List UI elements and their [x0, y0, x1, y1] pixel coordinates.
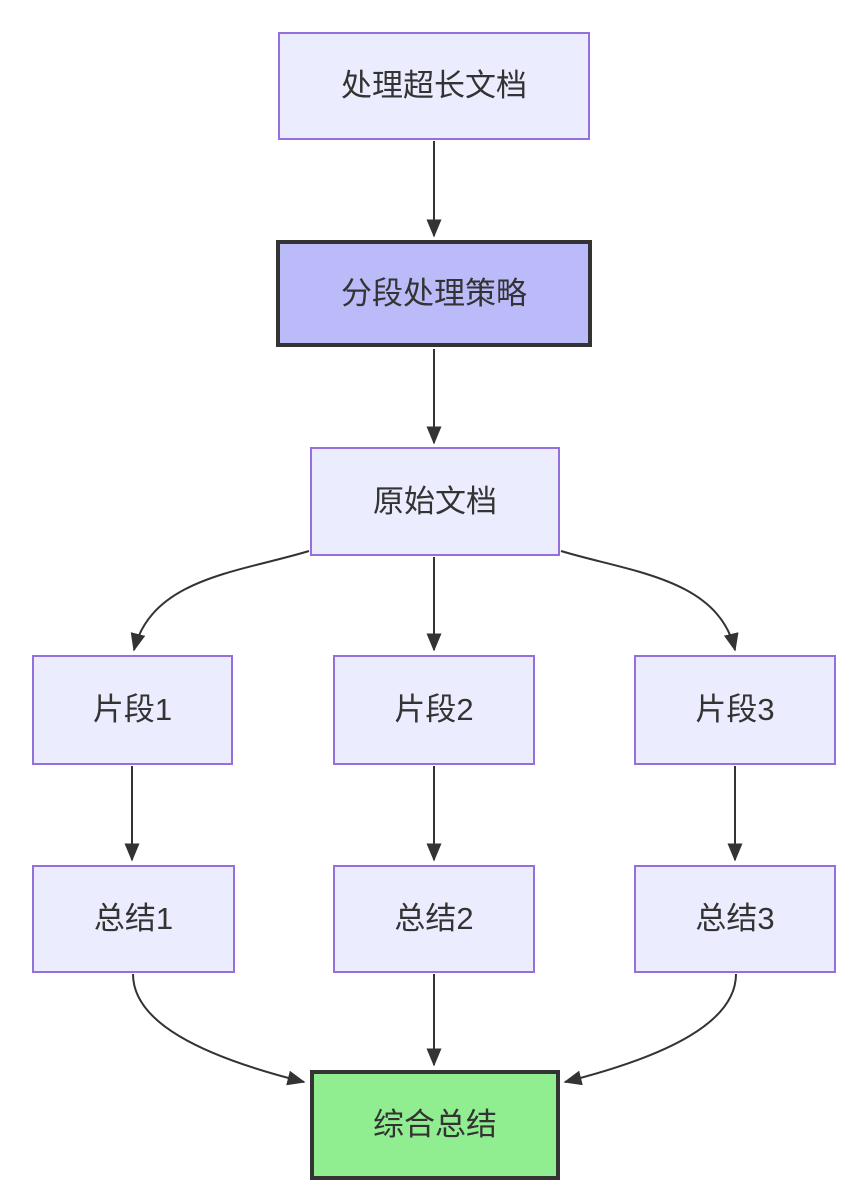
node-label: 片段3: [695, 692, 775, 728]
edge-summary3-to-final: [563, 973, 737, 1086]
node-label: 综合总结: [373, 1107, 497, 1143]
edge-original-to-fragment3: [560, 550, 739, 652]
node-label: 分段处理策略: [341, 275, 527, 311]
node-label: 总结1: [93, 901, 174, 937]
node-label: 片段2: [394, 692, 474, 728]
node-label: 片段1: [92, 692, 173, 728]
node-label: 总结2: [394, 901, 474, 937]
node-original-document: 原始文档: [310, 447, 560, 556]
node-segmentation-strategy: 分段处理策略: [276, 240, 592, 347]
node-combined-summary: 综合总结: [310, 1070, 560, 1180]
node-fragment-3: 片段3: [634, 655, 836, 765]
node-process-long-document: 处理超长文档: [278, 32, 590, 140]
edge-original-to-fragment1: [130, 550, 310, 652]
node-summary-1: 总结1: [32, 865, 235, 973]
node-fragment-1: 片段1: [32, 655, 233, 765]
node-summary-3: 总结3: [634, 865, 836, 973]
node-label: 处理超长文档: [341, 68, 527, 104]
edge-summary1-to-final: [132, 973, 306, 1086]
node-label: 总结3: [695, 901, 775, 937]
node-label: 原始文档: [373, 483, 497, 519]
node-fragment-2: 片段2: [333, 655, 535, 765]
node-summary-2: 总结2: [333, 865, 535, 973]
